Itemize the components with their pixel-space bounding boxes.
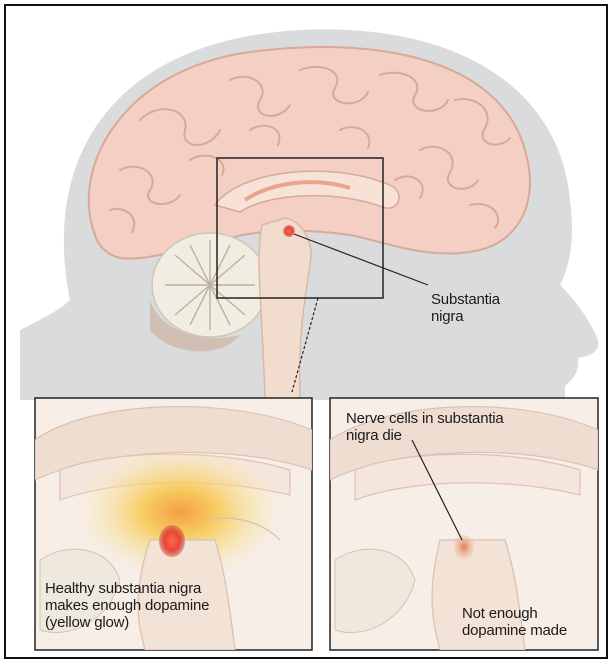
substantia-nigra-dot (283, 225, 295, 237)
label-healthy: Healthy substantia nigra makes enough do… (45, 580, 209, 631)
label-cells-die: Nerve cells in substantia nigra die (346, 410, 504, 444)
label-substantia-nigra: Substantia nigra (431, 291, 500, 325)
label-not-enough: Not enough dopamine made (462, 605, 567, 639)
